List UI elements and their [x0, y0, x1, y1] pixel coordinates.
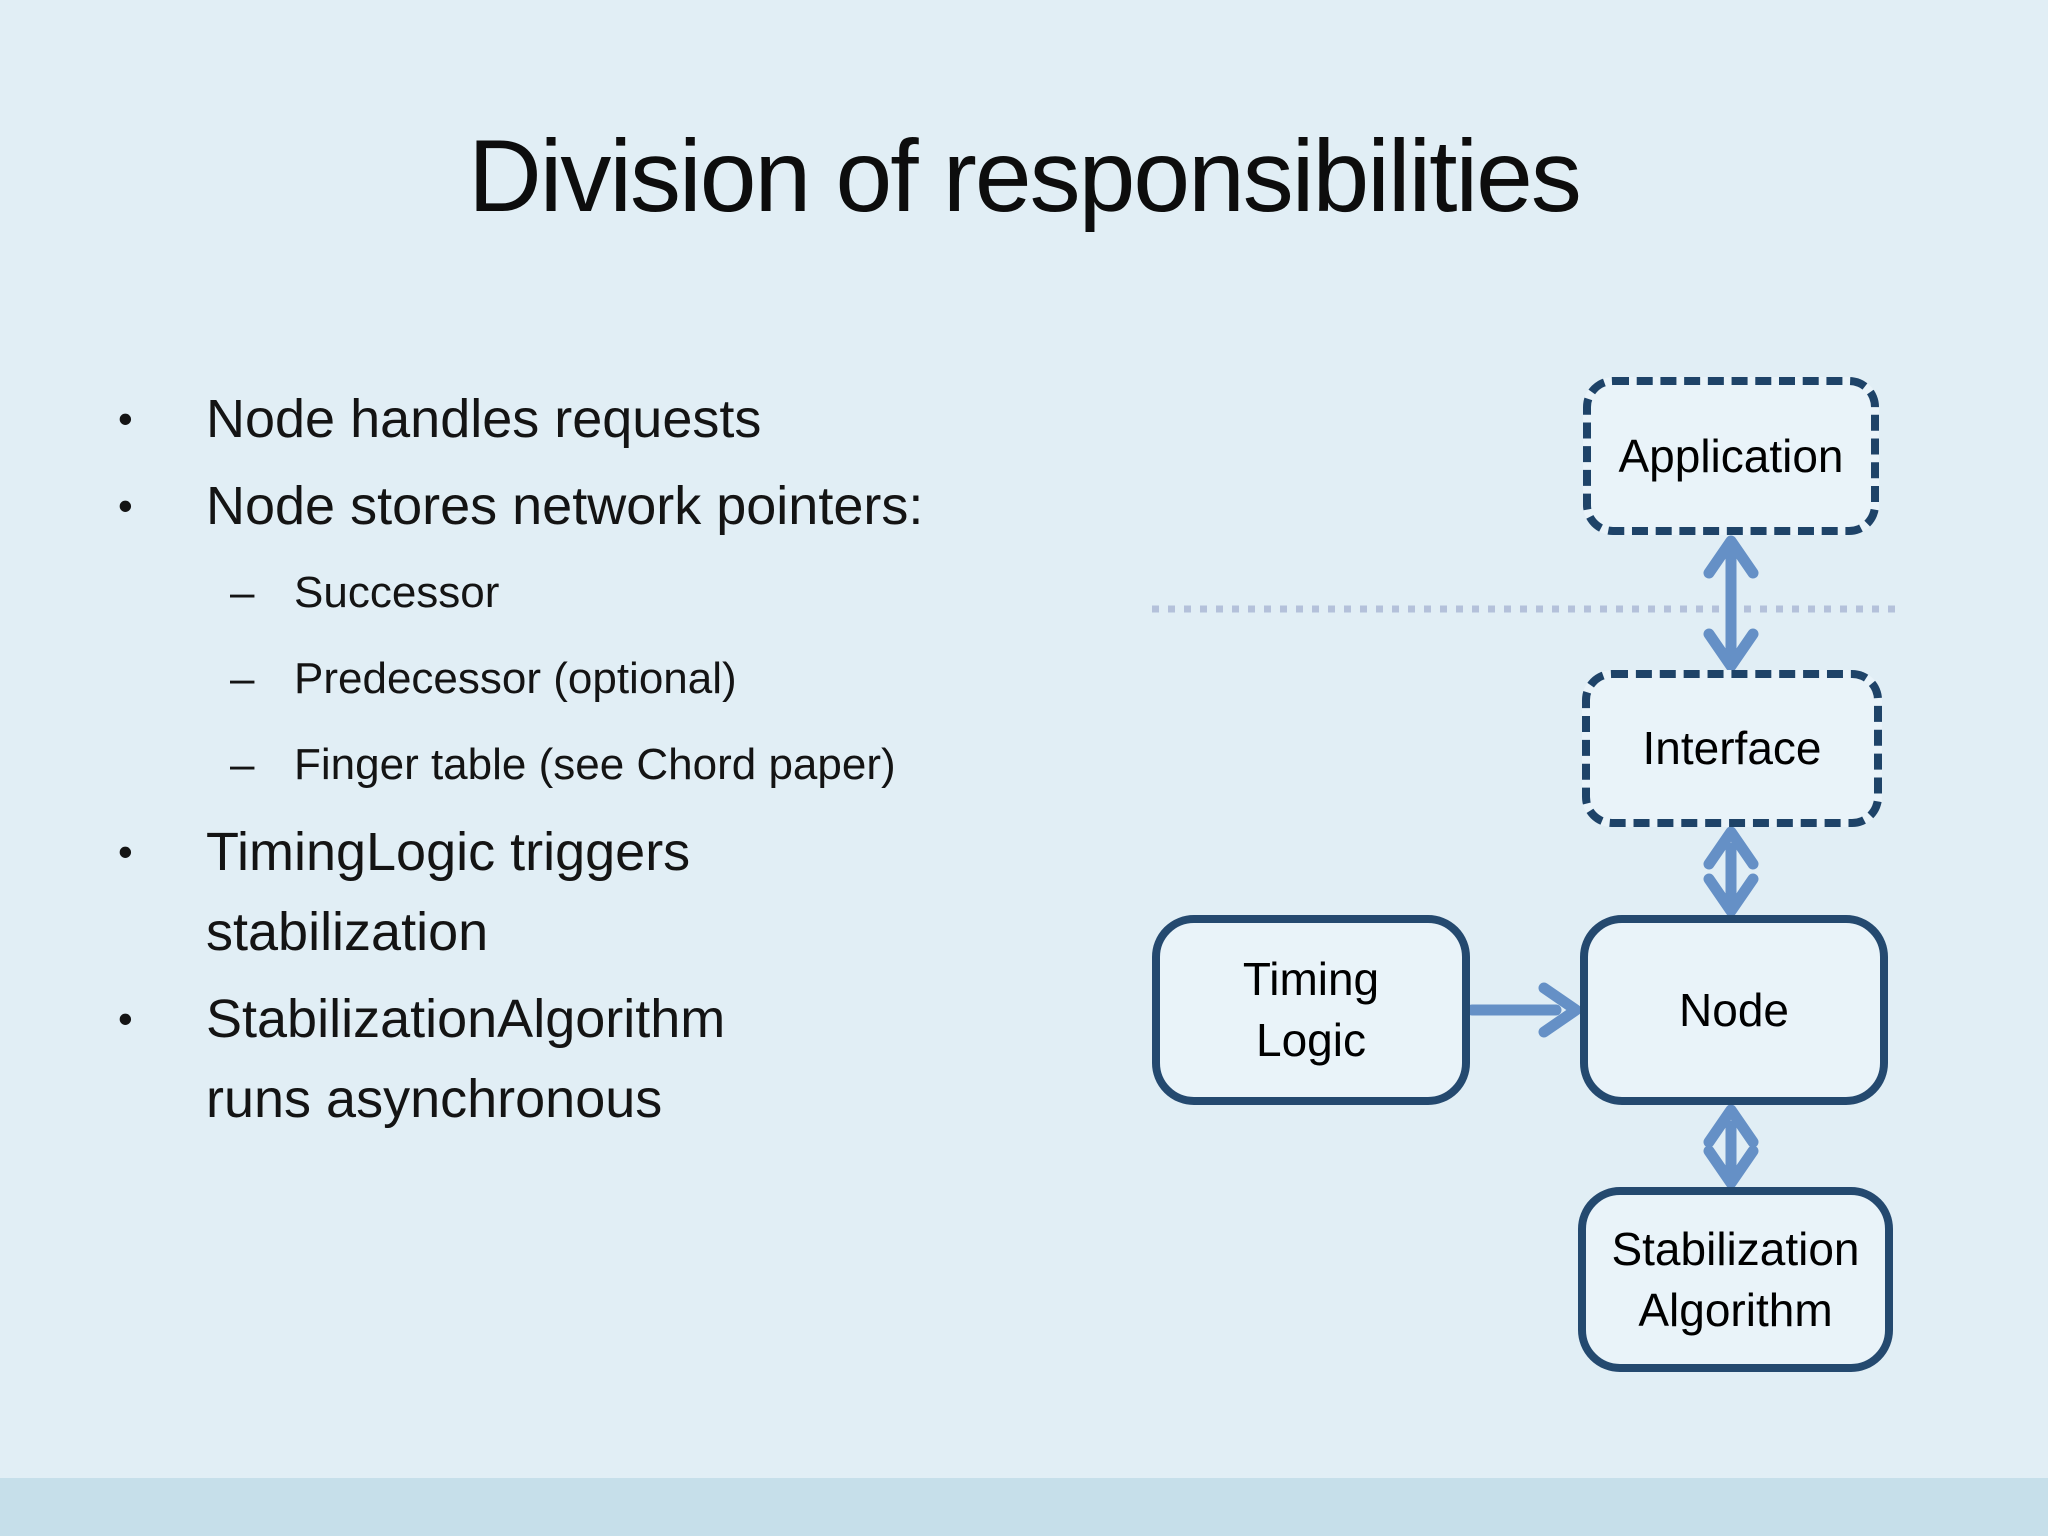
bullet-item: • StabilizationAlgorithm runs asynchrono…	[118, 979, 1068, 1139]
timing-logic-box: Timing Logic	[1152, 915, 1470, 1105]
node-box: Node	[1580, 915, 1888, 1105]
bullet-marker: •	[118, 995, 133, 1042]
bullet-list: • Node handles requests • Node stores ne…	[118, 372, 1068, 1146]
application-box-label: Application	[1618, 429, 1844, 482]
slide-title: Division of responsibilities	[468, 119, 1582, 233]
application-box: Application	[1583, 377, 1879, 535]
bullet-text: Node stores network pointers:	[206, 476, 924, 536]
bullet-text: Node handles requests	[206, 389, 762, 449]
bullet-marker: –	[230, 654, 255, 703]
bullet-text: TimingLogic triggers stabilization	[206, 822, 691, 962]
bullet-marker: •	[118, 828, 133, 875]
interface-box-label: Interface	[1642, 722, 1822, 775]
bullet-text: Finger table (see Chord paper)	[294, 740, 896, 789]
bullet-marker: –	[230, 568, 255, 617]
stabilization-algorithm-box: Stabilization Algorithm	[1578, 1187, 1893, 1372]
bottom-band	[0, 1478, 2048, 1536]
arrow-timinglogic-node	[1466, 982, 1582, 1038]
bullet-marker: •	[118, 395, 133, 442]
bullet-text: Successor	[294, 568, 500, 617]
bullet-item: – Predecessor (optional)	[230, 639, 1068, 719]
bullet-item: – Finger table (see Chord paper)	[230, 725, 1068, 805]
interface-box: Interface	[1582, 670, 1882, 827]
bullet-item: • Node stores network pointers:	[118, 466, 1068, 546]
bullet-item: • TimingLogic triggers stabilization	[118, 812, 1068, 972]
bullet-marker: •	[118, 482, 133, 529]
arrow-application-interface	[1703, 535, 1759, 672]
bullet-text: StabilizationAlgorithm runs asynchronous	[206, 989, 726, 1129]
arrow-node-stabilization	[1703, 1104, 1759, 1189]
arrow-interface-node	[1703, 826, 1759, 917]
timing-logic-box-label: Timing Logic	[1242, 953, 1380, 1066]
node-box-label: Node	[1679, 983, 1789, 1036]
bullet-item: – Successor	[230, 553, 1068, 633]
bullet-marker: –	[230, 740, 255, 789]
bullet-text: Predecessor (optional)	[294, 654, 737, 703]
stabilization-algorithm-box-label: Stabilization Algorithm	[1611, 1222, 1860, 1336]
bullet-item: • Node handles requests	[118, 379, 1068, 459]
